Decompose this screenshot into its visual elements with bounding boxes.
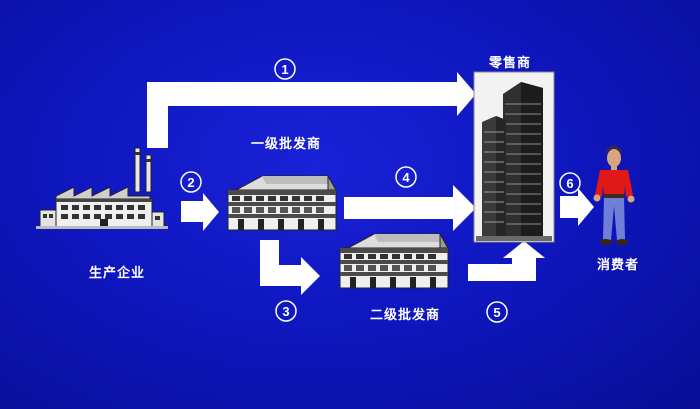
channel-1-badge: 1 — [274, 58, 296, 80]
producer-label: 生产企业 — [89, 266, 146, 281]
channel-4-arrow — [344, 185, 476, 231]
channel-1-arrow — [147, 72, 476, 148]
channel-6-badge: 6 — [559, 172, 581, 194]
warehouse-icon — [227, 175, 337, 231]
channel-3-arrow — [260, 240, 320, 295]
person-icon — [593, 146, 635, 245]
channel-5-number: 5 — [493, 305, 500, 320]
consumer-label: 消费者 — [597, 258, 640, 273]
channel-1-number: 1 — [281, 62, 288, 77]
channel-4-number: 4 — [402, 170, 410, 185]
channel-5-badge: 5 — [486, 301, 508, 323]
channel-2-number: 2 — [187, 175, 194, 190]
factory-icon — [36, 147, 168, 229]
channel-6-number: 6 — [566, 176, 573, 191]
warehouse-icon — [339, 233, 449, 289]
retailer-label: 零售商 — [489, 56, 532, 71]
channel-5-arrow — [468, 241, 545, 281]
channel-2-badge: 2 — [180, 171, 202, 193]
skyscraper-icon — [473, 71, 555, 243]
primary-wholesaler-label: 一级批发商 — [251, 137, 322, 152]
channel-2-arrow — [181, 193, 219, 231]
channel-4-badge: 4 — [395, 166, 417, 188]
channel-3-badge: 3 — [275, 300, 297, 322]
channel-6-arrow — [560, 188, 594, 226]
channel-3-number: 3 — [282, 304, 289, 319]
secondary-wholesaler-label: 二级批发商 — [370, 308, 441, 323]
